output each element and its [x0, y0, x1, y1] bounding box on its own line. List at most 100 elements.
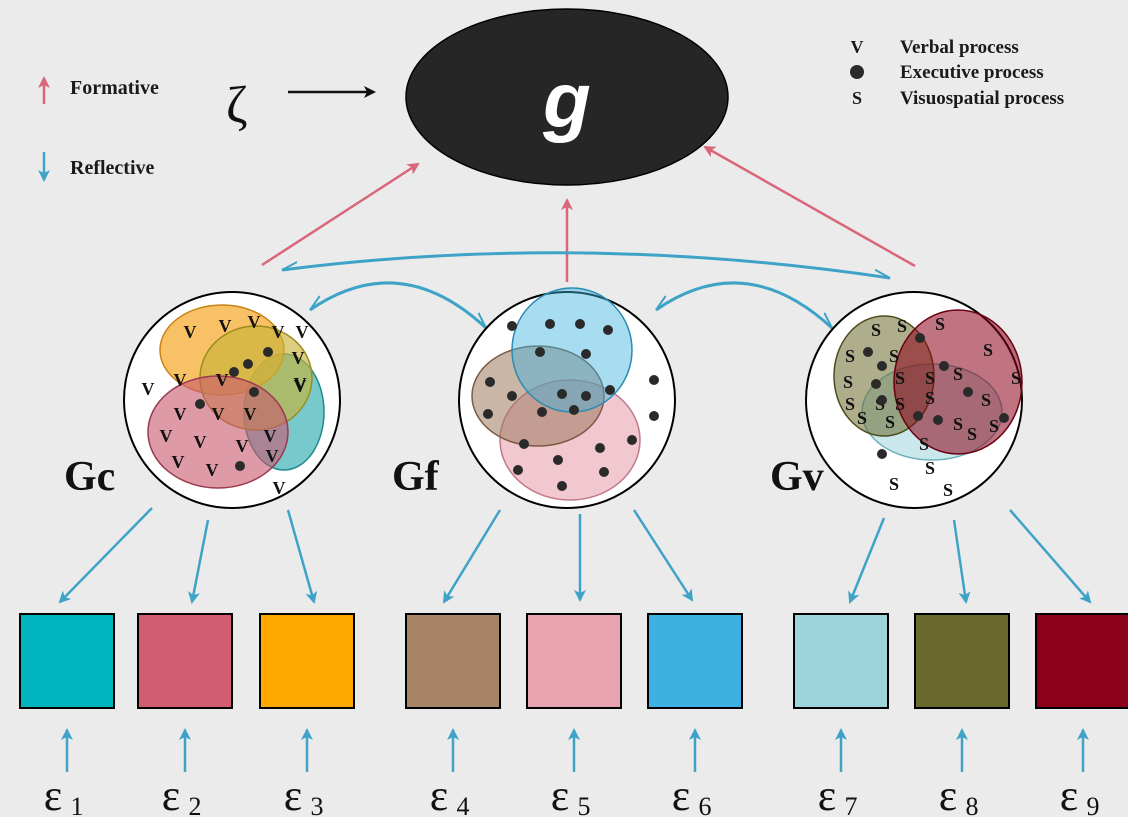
error-label-5: ε — [551, 771, 569, 817]
svg-text:V: V — [194, 432, 207, 452]
executive-label: Executive process — [900, 62, 1044, 83]
visuospatial-label: Visuospatial process — [900, 88, 1064, 109]
svg-text:V: V — [294, 376, 307, 396]
svg-text:V: V — [174, 404, 187, 424]
visuo-symbol: S — [852, 88, 862, 108]
formative-label: Formative — [70, 77, 159, 99]
svg-text:S: S — [925, 368, 935, 388]
svg-text:S: S — [967, 424, 977, 444]
error-label-3: ε — [284, 771, 302, 817]
test-square-6 — [647, 613, 743, 709]
error-label-9: ε — [1060, 771, 1078, 817]
svg-text:S: S — [889, 474, 899, 494]
svg-text:V: V — [212, 404, 225, 424]
svg-text:V: V — [292, 348, 305, 368]
legend-reflective: Reflective — [38, 152, 155, 182]
svg-text:V: V — [236, 436, 249, 456]
svg-text:S: S — [889, 346, 899, 366]
gv-label: Gv — [770, 454, 824, 500]
svg-text:S: S — [953, 364, 963, 384]
svg-text:V: V — [248, 312, 261, 332]
error-subscript-1: 1 — [71, 792, 84, 817]
svg-text:V: V — [219, 316, 232, 336]
gf-executive-dots — [483, 319, 659, 491]
error-subscript-4: 4 — [457, 792, 470, 817]
svg-text:S: S — [885, 412, 895, 432]
test-square-2 — [137, 613, 233, 709]
loading-arrows — [58, 507, 1092, 604]
test-square-4 — [405, 613, 501, 709]
gc-executive-dots — [195, 347, 273, 471]
svg-text:S: S — [1011, 368, 1021, 388]
svg-text:S: S — [845, 394, 855, 414]
zeta-label: ζ — [226, 77, 248, 134]
svg-text:V: V — [160, 426, 173, 446]
error-subscript-8: 8 — [966, 792, 979, 817]
gc-gv-covariance — [282, 251, 890, 280]
svg-text:V: V — [266, 446, 279, 466]
verbal-label: Verbal process — [900, 37, 1019, 58]
svg-text:S: S — [845, 346, 855, 366]
factor-gv: SSS SSS SSS SSS SSS SSS SSS SSS S Gv — [770, 291, 1023, 509]
error-label-2: ε — [162, 771, 180, 817]
executive-dot-icon — [850, 65, 864, 79]
svg-text:S: S — [953, 414, 963, 434]
gv-executive-dots — [863, 333, 1009, 459]
error-subscript-3: 3 — [311, 792, 324, 817]
error-subscript-2: 2 — [189, 792, 202, 817]
svg-text:S: S — [989, 416, 999, 436]
error-subscript-9: 9 — [1087, 792, 1100, 817]
svg-text:S: S — [919, 434, 929, 454]
legend-formative: Formative — [38, 76, 159, 104]
svg-text:S: S — [935, 314, 945, 334]
svg-text:S: S — [871, 320, 881, 340]
error-label-6: ε — [672, 771, 690, 817]
test-square-5 — [526, 613, 622, 709]
svg-text:V: V — [216, 370, 229, 390]
svg-text:V: V — [184, 322, 197, 342]
svg-text:V: V — [272, 322, 285, 342]
error-label-4: ε — [430, 771, 448, 817]
error-label-8: ε — [939, 771, 957, 817]
svg-text:S: S — [895, 394, 905, 414]
svg-text:V: V — [244, 404, 257, 424]
g-label: g — [542, 56, 591, 144]
svg-text:V: V — [264, 426, 277, 446]
test-square-3 — [259, 613, 355, 709]
reflective-label: Reflective — [70, 157, 155, 179]
error-label-1: ε — [44, 771, 62, 817]
svg-text:V: V — [174, 370, 187, 390]
svg-text:S: S — [925, 458, 935, 478]
gc-gf-covariance — [309, 281, 488, 330]
svg-text:S: S — [897, 316, 907, 336]
svg-text:V: V — [172, 452, 185, 472]
svg-text:V: V — [273, 478, 286, 498]
test-square-9 — [1035, 613, 1128, 709]
error-subscript-7: 7 — [845, 792, 858, 817]
test-square-7 — [793, 613, 889, 709]
svg-text:S: S — [925, 388, 935, 408]
svg-text:S: S — [843, 372, 853, 392]
svg-text:S: S — [943, 480, 953, 500]
svg-text:V: V — [296, 322, 309, 342]
gc-label: Gc — [64, 454, 115, 500]
gc-to-g-arrow — [261, 162, 420, 267]
gv-visuospatial-marks: SSS SSS SSS SSS SSS SSS SSS SSS S — [843, 314, 1021, 500]
gv-to-g-arrow — [703, 145, 916, 268]
test-square-1 — [19, 613, 115, 709]
svg-text:V: V — [294, 374, 307, 394]
svg-text:S: S — [857, 408, 867, 428]
svg-text:S: S — [983, 340, 993, 360]
